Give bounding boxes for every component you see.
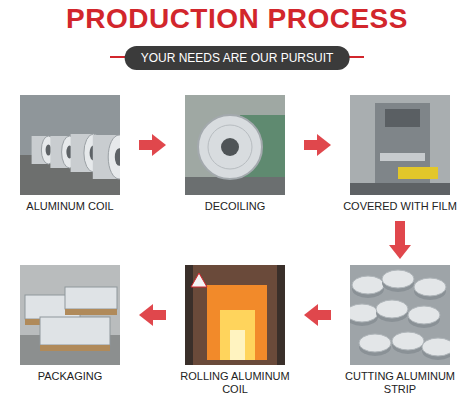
flow-arrow	[139, 304, 166, 326]
arrow-head	[317, 134, 331, 156]
photo-ground	[20, 265, 120, 365]
warning-sign	[191, 273, 207, 287]
wood-pallet	[40, 345, 110, 351]
furnace-glow	[207, 285, 267, 360]
flow-arrow	[304, 134, 331, 156]
arrow-head	[304, 304, 318, 326]
coil-face	[108, 135, 120, 179]
arrow-body	[318, 310, 331, 320]
arrow-head	[152, 134, 166, 156]
photo-ground	[185, 265, 285, 365]
arrow-head	[389, 245, 411, 259]
press-plate	[380, 153, 425, 161]
coil-core	[46, 144, 52, 155]
process-photo	[185, 265, 285, 365]
aluminum-disc	[392, 332, 424, 350]
flow-arrow	[139, 134, 166, 156]
subtitle-banner: YOUR NEEDS ARE OUR PURSUIT	[125, 46, 350, 70]
aluminum-disc	[359, 334, 391, 352]
step-caption: PACKAGING	[5, 370, 135, 383]
sheet-stack	[40, 317, 110, 345]
aluminum-disc	[414, 278, 446, 296]
process-step: COVERED WITH FILM	[335, 95, 465, 215]
aluminum-disc	[382, 270, 414, 288]
arrow-body	[153, 310, 166, 320]
process-photo	[20, 265, 120, 365]
photo-ground	[185, 95, 285, 195]
aluminum-disc	[376, 300, 408, 318]
photo-ground	[350, 95, 450, 195]
arrow-body	[304, 140, 317, 150]
page-title: PRODUCTION PROCESS	[0, 3, 474, 35]
process-photo	[350, 265, 450, 365]
furnace-core	[220, 310, 255, 360]
step-caption: DECOILING	[170, 200, 300, 213]
process-step: CUTTING ALUMINUM STRIP	[335, 265, 465, 398]
furnace-heat	[230, 330, 245, 360]
process-photo	[185, 95, 285, 195]
process-step: DECOILING	[170, 95, 300, 215]
flow-arrow	[304, 304, 331, 326]
process-photo	[20, 95, 120, 195]
aluminum-disc	[408, 306, 440, 324]
safety-bar	[398, 167, 438, 179]
step-caption: COVERED WITH FILM	[335, 200, 465, 213]
step-caption: ROLLING ALUMINUM COIL	[170, 370, 300, 396]
press-head	[385, 109, 420, 127]
process-photo	[350, 95, 450, 195]
coil-ring	[208, 125, 252, 169]
sheet-stack	[65, 287, 117, 309]
aluminum-disc	[422, 338, 450, 356]
coil-roll	[198, 115, 262, 179]
aluminum-disc	[352, 276, 384, 294]
floor	[350, 183, 450, 195]
aluminum-disc	[350, 304, 378, 322]
wood-pallet	[65, 309, 117, 315]
process-step: ROLLING ALUMINUM COIL	[170, 265, 300, 398]
step-caption: CUTTING ALUMINUM STRIP	[335, 370, 465, 396]
arrow-body	[139, 140, 152, 150]
machine-base	[185, 177, 285, 195]
flow-arrow	[389, 221, 411, 259]
photo-ground	[20, 95, 120, 195]
arrow-head	[139, 304, 153, 326]
process-step: ALUMINUM COIL	[5, 95, 135, 215]
arrow-body	[395, 221, 405, 245]
step-caption: ALUMINUM COIL	[5, 200, 135, 213]
furnace-wall	[193, 265, 277, 365]
process-step: PACKAGING	[5, 265, 135, 385]
coil-core	[115, 148, 120, 166]
coil-hub	[221, 138, 239, 156]
